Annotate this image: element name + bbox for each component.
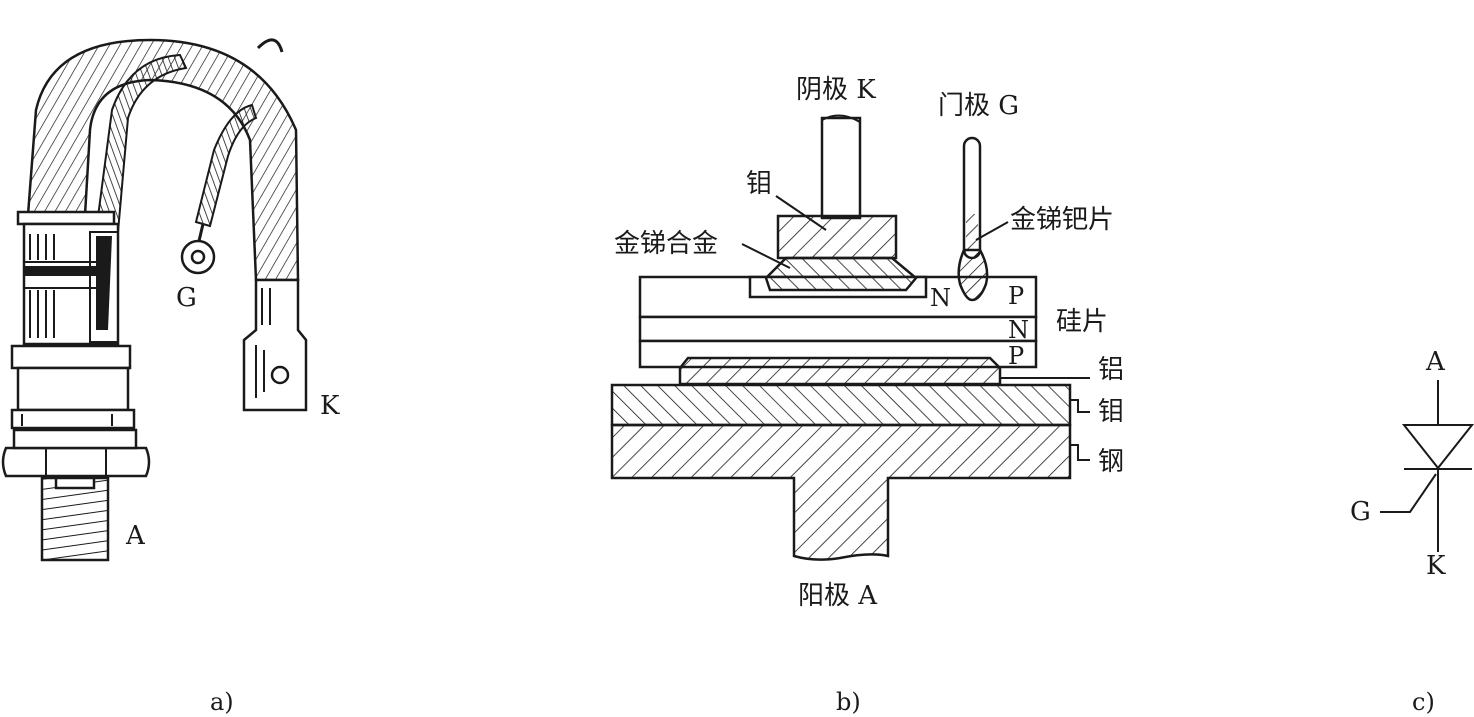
figure-a-package-illustration xyxy=(1,38,308,562)
figure-a-gate-label: G xyxy=(176,283,197,313)
aluminum-layer xyxy=(678,356,1002,386)
figure-a-anode-label: A xyxy=(125,521,146,551)
leader-steel xyxy=(1070,444,1090,461)
gate-lead-wire xyxy=(194,103,258,228)
figure-b-gate-label: 门极 G xyxy=(938,91,1019,121)
figure-b-p-bottom-label: P xyxy=(1008,342,1024,370)
body-upper-collar xyxy=(16,210,116,226)
figure-b-n-region-label: N xyxy=(930,284,951,312)
leader-palladium-piece xyxy=(975,221,1009,241)
figure-a-cathode-label: K xyxy=(320,391,340,421)
silicon-layer-n xyxy=(638,315,1038,343)
symbol-gate-wire xyxy=(1380,473,1437,513)
figure-b-molybdenum-top-label: 钼 xyxy=(746,169,772,199)
figure-c-anode-label: A xyxy=(1425,347,1446,377)
leader-molybdenum-bottom xyxy=(1070,399,1090,413)
figure-b-gold-antimony-alloy-label: 金锑合金 xyxy=(614,229,718,259)
cable-bump xyxy=(256,38,284,53)
steel-base xyxy=(610,423,1072,561)
figure-c-cathode-label: K xyxy=(1426,551,1446,581)
figure-b-palladium-piece-label: 金锑钯片 xyxy=(1010,205,1114,235)
figure-b-steel-label: 钢 xyxy=(1098,447,1124,477)
figure-b-silicon-wafer-label: 硅片 xyxy=(1056,307,1108,337)
leader-molybdenum-top xyxy=(775,195,827,231)
figure-b-caption: b) xyxy=(836,688,861,716)
cathode-lug-hole xyxy=(270,365,290,385)
body-dark-strip xyxy=(96,236,112,330)
figure-c-caption: c) xyxy=(1412,688,1435,716)
body-flange xyxy=(10,344,132,370)
symbol-diode-triangle xyxy=(1401,424,1474,470)
gate-ring-hole xyxy=(190,249,206,265)
body-ring xyxy=(10,408,136,430)
figure-c-thyristor-symbol xyxy=(1380,380,1474,552)
hex-nut xyxy=(1,446,151,478)
figure-b-molybdenum-bottom-label: 钼 xyxy=(1098,397,1124,427)
cathode-lug xyxy=(242,278,308,412)
gold-antimony-alloy-layer xyxy=(764,256,918,292)
figure-a-caption: a) xyxy=(210,688,234,716)
figure-b-n-middle-label: N xyxy=(1008,316,1029,344)
figure-b-cathode-label: 阴极 K xyxy=(796,75,876,105)
body-lower xyxy=(16,366,130,412)
figure-b-cross-section xyxy=(610,114,1090,561)
molybdenum-top-block xyxy=(776,214,898,260)
figure-b-aluminum-label: 铝 xyxy=(1098,355,1124,385)
threaded-stud xyxy=(40,476,110,562)
gold-antimony-palladium-piece xyxy=(957,248,989,302)
molybdenum-bottom-plate xyxy=(610,383,1072,427)
figure-b-p-top-label: P xyxy=(1008,282,1024,310)
figure-c-gate-label: G xyxy=(1350,497,1371,527)
figure-b-anode-label: 阳极 A xyxy=(798,581,878,611)
inner-braid xyxy=(94,53,188,233)
leader-gold-antimony-alloy xyxy=(741,243,791,269)
cathode-lead xyxy=(820,116,862,220)
